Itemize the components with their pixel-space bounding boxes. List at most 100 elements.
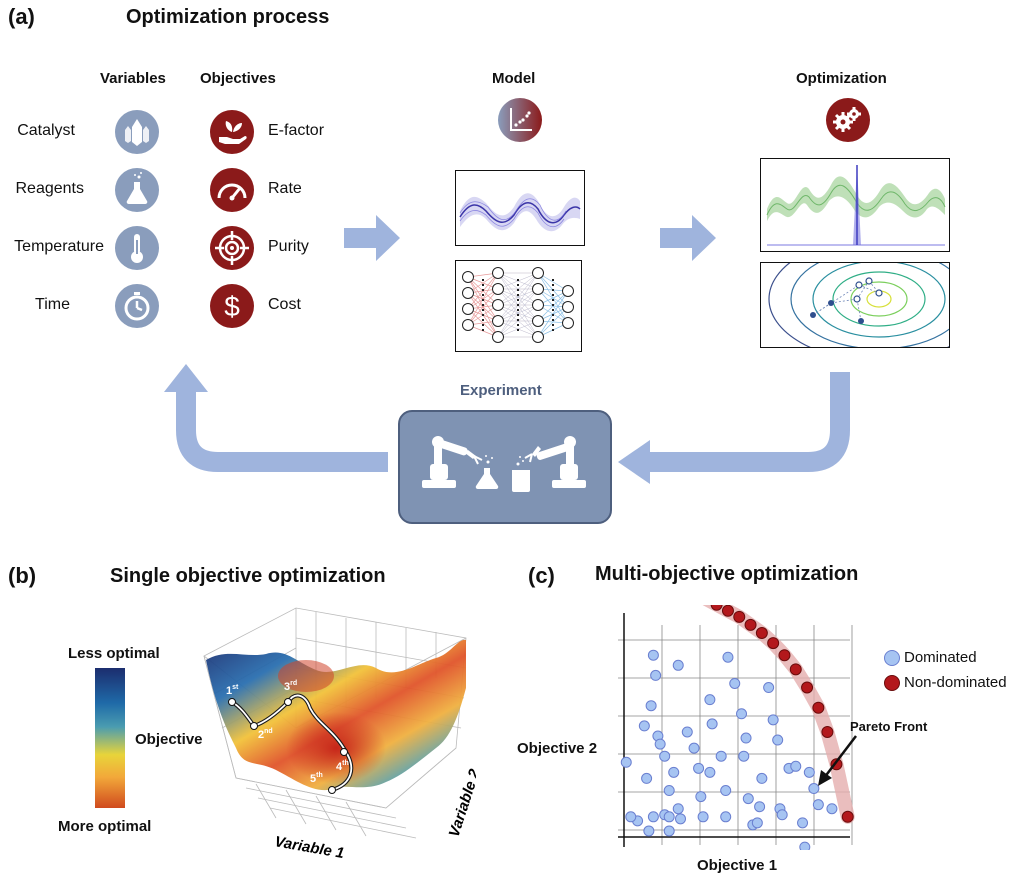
- step-2-label: 2nd: [258, 728, 273, 741]
- flask-icon: [475, 455, 499, 490]
- y-axis-label: Objective 2: [517, 740, 598, 757]
- step-marker: [284, 698, 292, 706]
- variables-header: Variables: [100, 70, 166, 87]
- dominated-point: [722, 651, 734, 663]
- leaf-hand-icon: [210, 110, 254, 154]
- panel-c-title: Multi-objective optimization: [595, 563, 859, 585]
- pareto-front-label: Pareto Front: [850, 719, 928, 734]
- nn-node: [532, 267, 544, 279]
- axis-label-variable-1: Variable 1: [273, 833, 345, 862]
- objective-label-purity: Purity: [268, 238, 309, 255]
- non-dominated-point: [767, 637, 780, 650]
- nn-node: [492, 315, 504, 327]
- dominated-point: [772, 734, 784, 746]
- dominated-point: [663, 811, 675, 823]
- step-marker: [250, 722, 258, 730]
- dominated-point: [767, 714, 779, 726]
- dominated-point: [693, 762, 705, 774]
- dominated-point: [799, 841, 811, 850]
- dominated-point: [675, 813, 686, 825]
- non-dominated-point: [812, 701, 825, 714]
- dominated-point: [756, 772, 768, 784]
- non-dominated-point: [733, 610, 746, 623]
- nn-node: [462, 287, 474, 299]
- dominated-point: [776, 809, 788, 821]
- gears-icon: [826, 98, 870, 142]
- dominated-point: [720, 811, 732, 823]
- nn-node: [462, 319, 474, 331]
- variable-label-catalyst: Catalyst: [17, 122, 75, 139]
- step-marker: [340, 748, 348, 756]
- process-arrows: [164, 215, 850, 484]
- nn-node: [562, 301, 574, 313]
- crystal-icon: [115, 110, 159, 154]
- model-header: Model: [492, 70, 536, 87]
- objective-label-rate: Rate: [268, 180, 302, 197]
- dominated-point: [763, 682, 775, 694]
- colorbar-top-label: Less optimal: [68, 645, 160, 662]
- colorbar: [95, 668, 125, 808]
- panel-b-label: (b): [8, 563, 37, 588]
- dominated-point: [650, 669, 662, 681]
- dominated-point: [790, 760, 802, 772]
- colorbar-bottom-label: More optimal: [58, 818, 152, 835]
- dominated-point: [742, 793, 754, 805]
- dominated-point: [808, 783, 820, 795]
- dollar-icon: $: [210, 284, 254, 328]
- nn-node: [492, 267, 504, 279]
- step-marker: [228, 698, 236, 706]
- robot-arm-icon: [524, 436, 586, 488]
- beaker-icon: [512, 456, 530, 492]
- dominated-point: [751, 817, 763, 829]
- variable-label-reagents: Reagents: [15, 180, 85, 197]
- dominated-point: [738, 750, 750, 762]
- nn-node: [492, 283, 504, 295]
- legend-dominated-label: Dominated: [904, 649, 977, 666]
- scatter-plot-icon: [498, 98, 542, 142]
- dominated-point: [663, 825, 675, 837]
- pareto-arrow: [818, 735, 857, 786]
- non-dominated-point: [755, 626, 768, 639]
- experiment-label: Experiment: [460, 382, 542, 399]
- surface-plot: 1st 2nd 3rd 4th 5th Variable 1 Variable …: [203, 607, 476, 862]
- dominated-point: [620, 756, 632, 768]
- legend-dominated-marker: [884, 650, 900, 666]
- nn-node: [562, 285, 574, 297]
- nn-node: [532, 283, 544, 295]
- non-dominated-point: [841, 810, 854, 823]
- dominated-point: [654, 738, 666, 750]
- dominated-point: [645, 700, 657, 712]
- step-marker: [328, 786, 336, 794]
- non-dominated-point: [801, 681, 814, 694]
- dominated-point: [729, 677, 741, 689]
- dominated-point: [647, 811, 659, 823]
- acquisition-function-plot: [760, 158, 950, 252]
- dominated-point: [647, 649, 659, 661]
- objective-label-cost: Cost: [268, 296, 301, 313]
- neural-network-diagram: [455, 260, 582, 352]
- objective-label-efactor: E-factor: [268, 122, 325, 139]
- step-5-label: 5th: [310, 772, 323, 785]
- variable-label-temperature: Temperature: [14, 238, 104, 255]
- step-3-label: 3rd: [284, 680, 297, 693]
- robot-arm-icon: [422, 436, 483, 488]
- dominated-point: [672, 803, 684, 815]
- dominated-point: [706, 718, 718, 730]
- dominated-point: [704, 766, 716, 778]
- dominated-point: [641, 772, 653, 784]
- dominated-point: [812, 799, 824, 811]
- dominated-point: [697, 811, 709, 823]
- gaussian-process-plot: [455, 170, 585, 246]
- nn-node: [492, 299, 504, 311]
- colorbar-mid-label: Objective: [135, 731, 203, 748]
- objectives-header: Objectives: [200, 70, 276, 87]
- target-icon: [210, 226, 254, 270]
- dominated-point: [638, 720, 650, 732]
- dominated-point: [668, 766, 680, 778]
- dominated-point: [720, 785, 732, 797]
- panel-a-title: Optimization process: [126, 6, 330, 28]
- dominated-point: [659, 750, 671, 762]
- flask-icon: [115, 168, 159, 212]
- nn-node: [532, 331, 544, 343]
- dominated-point: [663, 785, 675, 797]
